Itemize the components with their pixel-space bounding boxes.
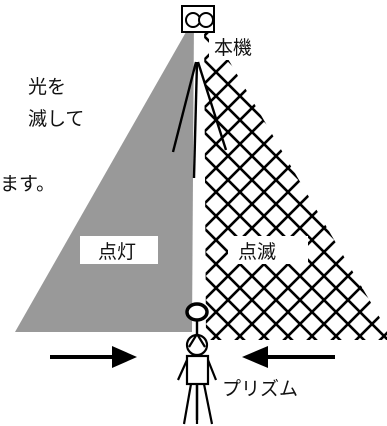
device-icon bbox=[181, 5, 215, 33]
prism-label: プリズム bbox=[222, 378, 298, 400]
caption-line-3: ます。 bbox=[0, 173, 55, 195]
arrow-left-icon bbox=[242, 346, 335, 368]
blink-label-box bbox=[228, 236, 308, 264]
lit-label-box bbox=[80, 236, 158, 264]
lit-label: 点灯 bbox=[98, 241, 136, 263]
person-icon bbox=[176, 333, 218, 425]
tripod-icon bbox=[171, 61, 228, 179]
caption-line-1: 光を bbox=[28, 76, 66, 98]
caption: 光を 滅して ます。 bbox=[0, 76, 84, 195]
device-label: 本機 bbox=[214, 37, 252, 59]
blink-label: 点滅 bbox=[238, 241, 276, 263]
caption-line-2: 滅して bbox=[28, 108, 84, 130]
arrow-right-icon bbox=[50, 346, 137, 368]
blink-beam bbox=[204, 18, 387, 340]
